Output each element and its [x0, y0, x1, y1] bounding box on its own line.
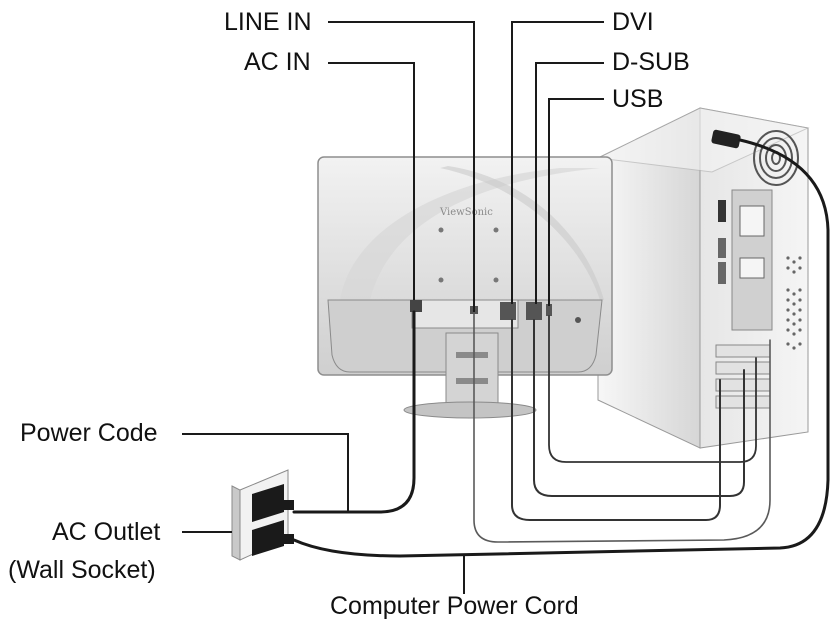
- label-power-code: Power Code: [20, 419, 158, 447]
- vent-holes: [786, 256, 802, 350]
- usb-cable: [548, 315, 757, 463]
- computer-tower: [596, 107, 810, 449]
- monitor-stand-neck: [445, 332, 499, 406]
- line-in-cable: [473, 311, 771, 543]
- monitor-power-cable: [292, 310, 416, 514]
- outlet-plug-top: [252, 484, 294, 522]
- brand-logo: ViewSonic: [439, 207, 493, 218]
- usb-leader: [548, 98, 604, 306]
- dvi-leader: [511, 21, 604, 304]
- line-in-leader: [328, 21, 475, 312]
- label-d-sub: D-SUB: [612, 48, 690, 76]
- computer-power-cable: [292, 138, 830, 558]
- wall-outlet: [231, 469, 294, 561]
- usb-port: [546, 304, 552, 316]
- d-sub-cable: [533, 319, 745, 497]
- label-usb: USB: [612, 85, 664, 113]
- label-ac-outlet: AC Outlet: [52, 518, 161, 546]
- ac-in-port: [410, 300, 422, 312]
- label-line-in: LINE IN: [224, 8, 312, 36]
- fan-grille: [753, 130, 799, 186]
- vesa-mount-holes: [438, 227, 499, 283]
- pc-power-plug: [711, 129, 741, 149]
- monitor: ViewSonic: [317, 156, 613, 419]
- ac-in-leader: [328, 62, 415, 300]
- d-sub-port: [526, 302, 542, 320]
- power-code-leader: [182, 433, 349, 512]
- label-computer-power-cord: Computer Power Cord: [330, 592, 579, 620]
- lock-slot: [575, 317, 581, 323]
- label-wall-socket: (Wall Socket): [8, 556, 156, 584]
- monitor-stand-base: [403, 401, 537, 419]
- label-dvi: DVI: [612, 8, 654, 36]
- dvi-cable: [511, 319, 721, 521]
- label-ac-in: AC IN: [244, 48, 311, 76]
- outlet-plug-bottom: [252, 520, 294, 556]
- d-sub-leader: [535, 62, 604, 304]
- dvi-port: [500, 302, 516, 320]
